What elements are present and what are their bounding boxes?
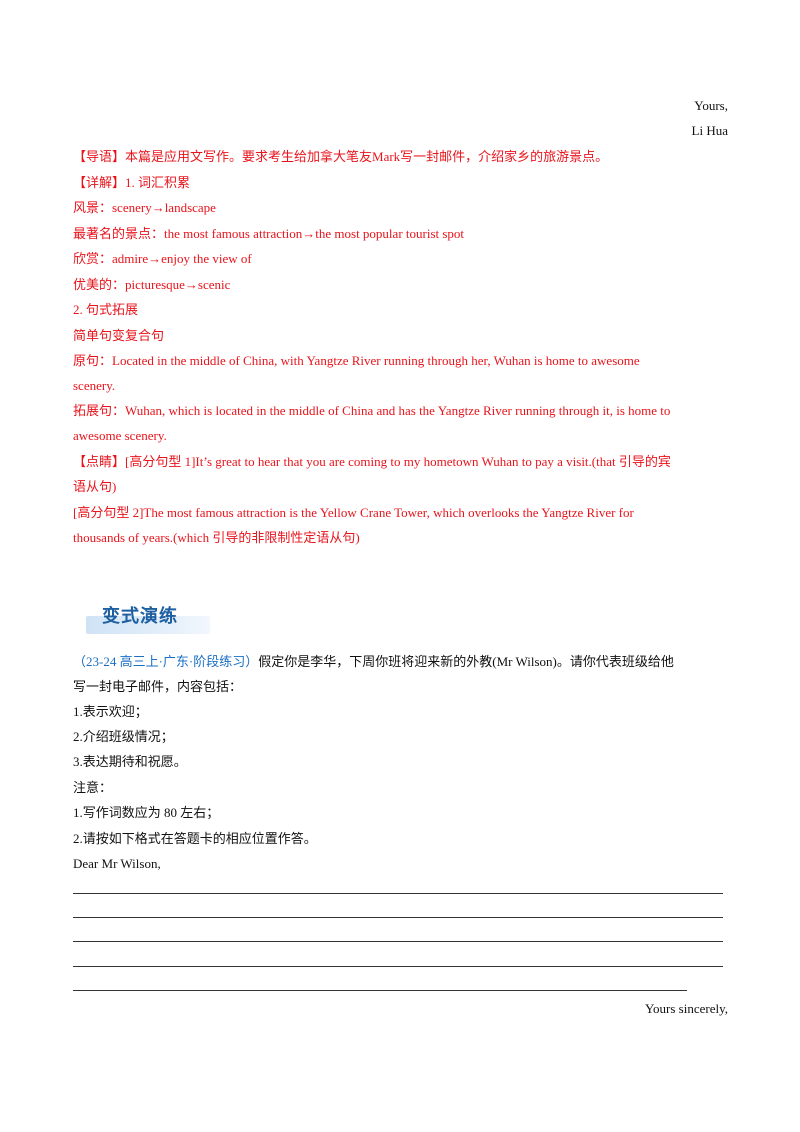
practice-section-header: 变式演练: [80, 598, 210, 636]
prompt-item: 1.表示欢迎；: [73, 704, 148, 719]
answer-line[interactable]: [73, 990, 687, 991]
guide-tag: 【导语】: [73, 149, 126, 164]
expanded-sentence-line2: awesome scenery.: [73, 428, 167, 443]
salutation: Dear Mr Wilson,: [73, 856, 161, 871]
answer-line[interactable]: [73, 917, 723, 918]
simple-to-complex-label: 简单句变复合句: [73, 328, 165, 343]
prompt-line2: 写一封电子邮件，内容包括：: [73, 679, 243, 694]
closing-name: Li Hua: [691, 123, 728, 138]
section-header-band: [86, 616, 210, 634]
prompt-item: 3.表达期待和祝愿。: [73, 754, 187, 769]
highlight-text: [高分句型 1]It’s great to hear that you are …: [125, 454, 671, 469]
closing-yours: Yours,: [694, 98, 728, 113]
highlight-line2: 语从句): [73, 479, 117, 494]
expanded-sentence-line1: 拓展句：Wuhan, which is located in the middl…: [73, 403, 671, 418]
highlight-line1: 【点睛】[高分句型 1]It’s great to hear that you …: [73, 453, 671, 471]
note-item: 1.写作词数应为 80 左右；: [73, 805, 220, 820]
closing-sincerely: Yours sincerely,: [644, 1001, 728, 1016]
answer-line[interactable]: [73, 941, 723, 942]
highlight-line3: [高分句型 2]The most famous attraction is th…: [73, 505, 634, 520]
answer-line[interactable]: [73, 966, 723, 967]
note-label: 注意：: [73, 780, 113, 795]
prompt-text: 假定你是李华，下周你班将迎来新的外教(Mr Wilson)。请你代表班级给他: [258, 654, 674, 669]
vocab-item: 风景：scenery→landscape: [73, 200, 216, 215]
answer-line[interactable]: [73, 893, 723, 894]
original-sentence-line1: 原句：Located in the middle of China, with …: [73, 353, 640, 368]
guide-text: 本篇是应用文写作。要求考生给加拿大笔友Mark写一封邮件，介绍家乡的旅游景点。: [125, 149, 609, 164]
vocab-item: 欣赏：admire→enjoy the view of: [73, 251, 252, 266]
original-sentence-line2: scenery.: [73, 378, 116, 393]
prompt-item: 2.介绍班级情况；: [73, 729, 174, 744]
detail-heading: 【详解】1. 词汇积累: [73, 174, 190, 192]
highlight-tag: 【点睛】: [73, 454, 126, 469]
detail-tag: 【详解】: [73, 175, 126, 190]
section2-heading: 2. 句式拓展: [73, 302, 139, 317]
section-header-title: 变式演练: [102, 606, 178, 627]
highlight-line4: thousands of years.(which 引导的非限制性定语从句): [73, 530, 360, 545]
guide-paragraph: 【导语】本篇是应用文写作。要求考生给加拿大笔友Mark写一封邮件，介绍家乡的旅游…: [73, 148, 608, 166]
vocab-item: 优美的：picturesque→scenic: [73, 277, 231, 292]
prompt-line1: （23-24 高三上·广东·阶段练习）假定你是李华，下周你班将迎来新的外教(Mr…: [73, 653, 674, 671]
vocab-item: 最著名的景点：the most famous attraction→the mo…: [73, 226, 465, 241]
note-item: 2.请按如下格式在答题卡的相应位置作答。: [73, 831, 317, 846]
prompt-source: （23-24 高三上·广东·阶段练习）: [73, 654, 259, 669]
detail-text: 1. 词汇积累: [125, 175, 191, 190]
